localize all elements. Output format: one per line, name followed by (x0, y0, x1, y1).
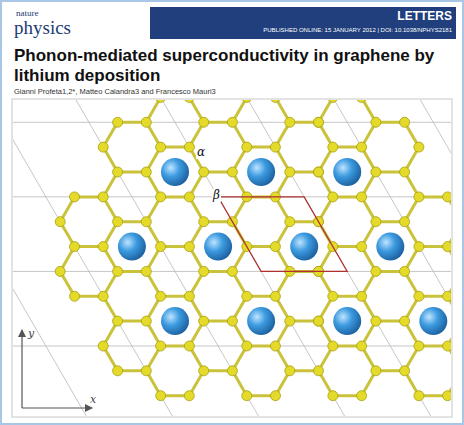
journal-logo: physics (14, 18, 71, 39)
x-axis (22, 407, 92, 408)
author-list: Gianni Profeta1,2*, Matteo Calandra3 and… (14, 88, 216, 96)
site-label: β (212, 189, 221, 202)
site-label: α (196, 146, 206, 159)
axis-label: x (90, 394, 96, 406)
header-bar (150, 7, 456, 39)
y-axis (21, 330, 22, 408)
graphene-lattice (55, 100, 451, 401)
section-label: LETTERS (397, 10, 452, 23)
axis-label: y (28, 328, 34, 340)
publication-line: PUBLISHED ONLINE: 15 JANUARY 2012 | DOI:… (263, 27, 452, 34)
unit-cell (218, 197, 347, 272)
lattice-grid (13, 100, 451, 416)
paper-title: Phonon-mediated superconductivity in gra… (14, 46, 450, 85)
lithium-atoms (118, 158, 447, 335)
